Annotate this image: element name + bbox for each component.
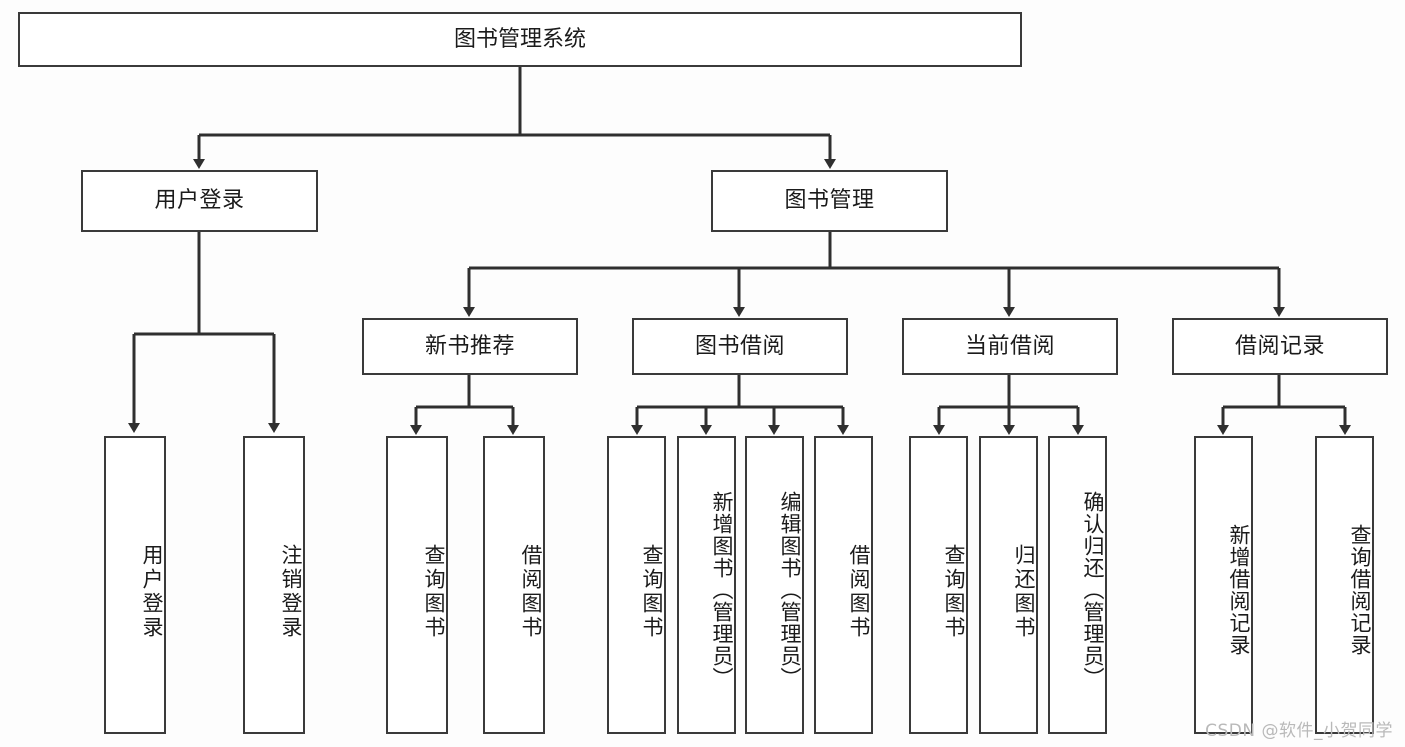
node-label: 图书管理系统 <box>453 26 586 52</box>
node-label: 用户登录 <box>154 188 245 214</box>
node-book-management[interactable]: 图书管理 <box>711 170 948 232</box>
leaf-current-borrow-confirm-return-admin[interactable]: 确认归还（管理员） <box>1048 436 1107 734</box>
node-borrow-record[interactable]: 借阅记录 <box>1172 318 1388 375</box>
leaf-current-borrow-return-book[interactable]: 归还图书 <box>979 436 1038 734</box>
node-root-book-management-system[interactable]: 图书管理系统 <box>18 12 1022 67</box>
leaf-user-login-login[interactable]: 用户登录 <box>104 436 166 734</box>
node-label: 新增图书（管理员） <box>710 491 734 689</box>
leaf-user-login-logout[interactable]: 注销登录 <box>243 436 305 734</box>
leaf-book-borrow-edit-book-admin[interactable]: 编辑图书（管理员） <box>745 436 804 734</box>
leaf-borrow-record-query-record[interactable]: 查询借阅记录 <box>1315 436 1374 734</box>
node-label: 查询图书 <box>942 544 966 640</box>
leaf-new-book-borrow-book[interactable]: 借阅图书 <box>483 436 545 734</box>
leaf-borrow-record-add-record[interactable]: 新增借阅记录 <box>1194 436 1253 734</box>
node-label: 确认归还（管理员） <box>1081 491 1105 689</box>
leaf-book-borrow-query-book[interactable]: 查询图书 <box>607 436 666 734</box>
node-label: 借阅图书 <box>847 544 871 640</box>
node-label: 注销登录 <box>279 544 303 640</box>
leaf-current-borrow-query-book[interactable]: 查询图书 <box>909 436 968 734</box>
node-label: 查询图书 <box>640 544 664 640</box>
csdn-watermark: CSDN @软件_小贺同学 <box>1205 721 1393 741</box>
leaf-book-borrow-add-book-admin[interactable]: 新增图书（管理员） <box>677 436 736 734</box>
leaf-book-borrow-borrow-book[interactable]: 借阅图书 <box>814 436 873 734</box>
node-label: 新书推荐 <box>424 333 515 359</box>
node-book-borrow[interactable]: 图书借阅 <box>632 318 848 375</box>
node-label: 用户登录 <box>140 544 164 640</box>
node-label: 查询图书 <box>422 544 446 640</box>
node-user-login[interactable]: 用户登录 <box>81 170 318 232</box>
node-label: 查询借阅记录 <box>1348 524 1372 656</box>
node-label: 归还图书 <box>1012 544 1036 640</box>
leaf-new-book-query-book[interactable]: 查询图书 <box>386 436 448 734</box>
node-label: 图书借阅 <box>694 333 785 359</box>
node-label: 新增借阅记录 <box>1227 524 1251 656</box>
node-new-book-recommend[interactable]: 新书推荐 <box>362 318 578 375</box>
node-label: 借阅记录 <box>1234 333 1325 359</box>
node-label: 当前借阅 <box>964 333 1055 359</box>
node-label: 借阅图书 <box>519 544 543 640</box>
node-current-borrow[interactable]: 当前借阅 <box>902 318 1118 375</box>
node-label: 图书管理 <box>784 188 875 214</box>
node-label: 编辑图书（管理员） <box>778 491 802 689</box>
